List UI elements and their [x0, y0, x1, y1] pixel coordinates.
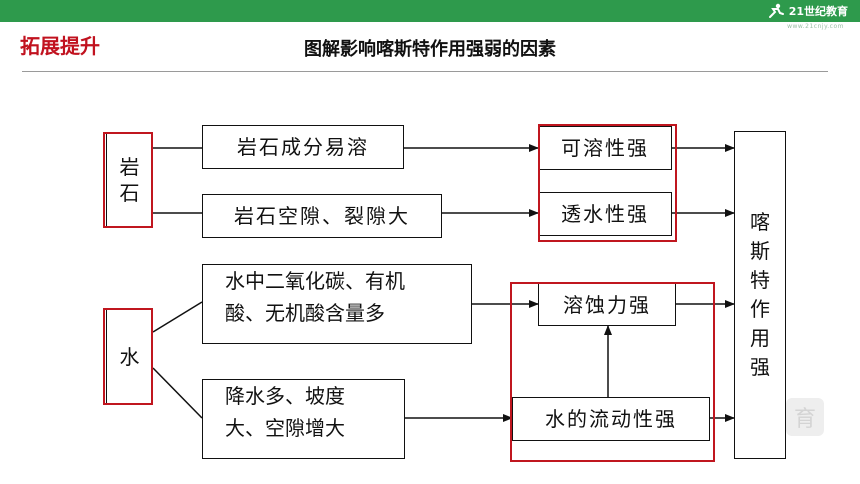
outcome-box: 喀 斯 特 作 用 强	[734, 131, 786, 459]
result-flow-box: 水的流动性强	[512, 397, 710, 441]
page-title: 图解影响喀斯特作用强弱的因素	[304, 39, 556, 60]
title-divider	[22, 71, 828, 72]
water-box: 水	[106, 309, 153, 405]
top-banner: 21世纪教育	[0, 0, 860, 22]
watermark-logo-icon: 育	[786, 398, 824, 436]
outcome-char-6: 强	[750, 355, 770, 379]
water-results-highlight-frame	[510, 282, 715, 462]
outcome-char-4: 作	[750, 297, 770, 321]
outcome-char-5: 用	[750, 326, 770, 350]
result-permeable-box: 透水性强	[538, 192, 672, 236]
outcome-char-3: 特	[750, 268, 770, 292]
water-factor-2-line-2: 大、空隙增大	[225, 416, 345, 440]
water-to-factor2-line	[152, 367, 203, 419]
water-factor-2-line-1: 降水多、坡度	[225, 384, 345, 408]
rock-factor-2-box: 岩石空隙、裂隙大	[202, 194, 442, 238]
brand-name: 21世纪教育	[788, 5, 848, 18]
water-factor-1-line-2: 酸、无机酸含量多	[225, 301, 385, 325]
section-title: 拓展提升	[20, 34, 100, 58]
water-to-factor1-line	[152, 301, 203, 333]
water-highlight-frame	[103, 308, 153, 405]
water-factor-1-line-1: 水中二氧化碳、有机	[225, 269, 405, 293]
brand-logo[interactable]: 21世纪教育	[767, 2, 848, 20]
runner-icon	[768, 3, 784, 18]
outcome-char-2: 斯	[750, 239, 770, 263]
brand-url: www.21cnjy.com	[787, 23, 844, 30]
water-factor-1-box: 水中二氧化碳、有机 酸、无机酸含量多	[202, 264, 472, 344]
outcome-char-1: 喀	[750, 210, 770, 234]
rock-char-2: 石	[119, 181, 140, 205]
rock-highlight-frame	[103, 132, 153, 228]
water-char: 水	[119, 345, 140, 369]
rock-factor-1-box: 岩石成分易溶	[202, 125, 404, 169]
rock-results-highlight-frame	[538, 124, 677, 242]
water-factor-2-box: 降水多、坡度 大、空隙增大	[202, 379, 405, 459]
rock-char-1: 岩	[119, 155, 140, 179]
result-dissolution-box: 溶蚀力强	[538, 283, 676, 326]
